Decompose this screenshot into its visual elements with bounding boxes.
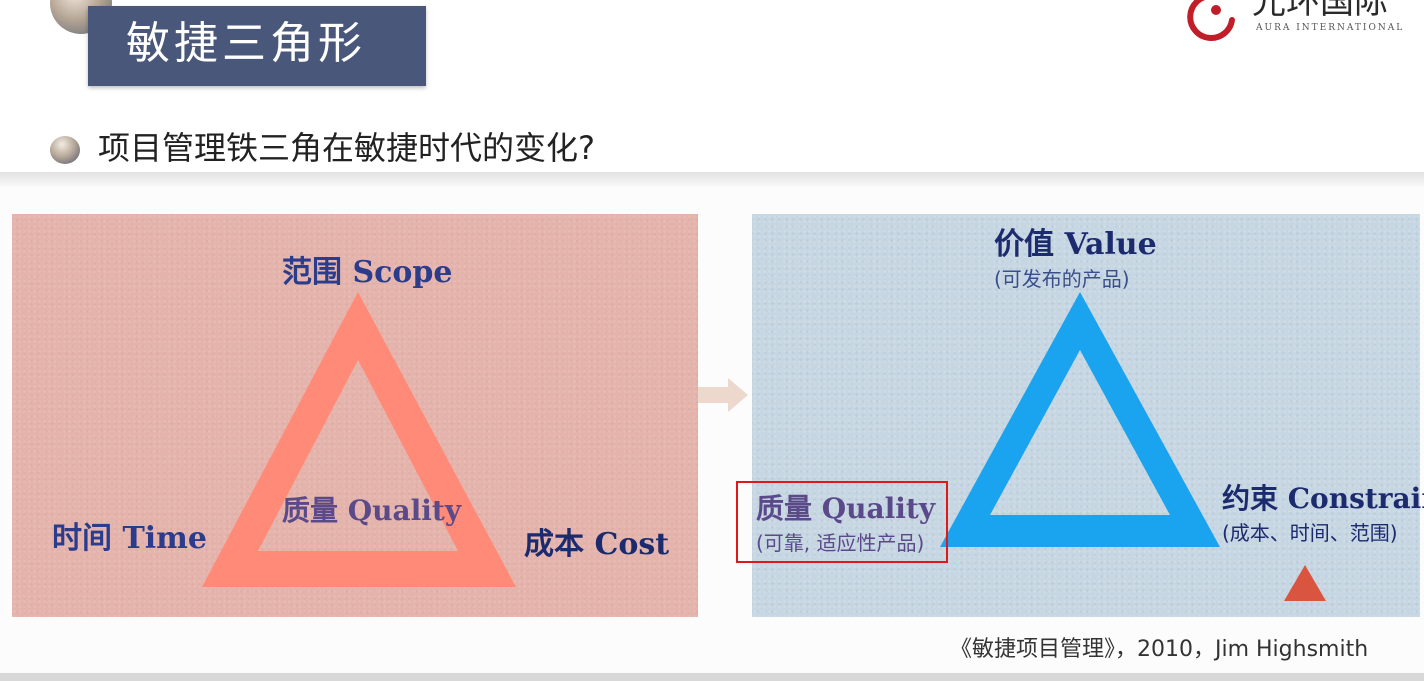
label-quality-sub: (可靠, 适应性产品) xyxy=(756,531,925,555)
bottom-band xyxy=(0,673,1424,681)
label-quality: 质量 Quality xyxy=(756,492,936,525)
logo-icon xyxy=(1187,0,1235,41)
right-arrow-icon xyxy=(698,378,748,412)
logo-en-text: AURA INTERNATIONAL xyxy=(1256,23,1405,33)
iron-triangle-panel xyxy=(12,214,698,617)
header-divider xyxy=(0,172,1424,186)
label-quality-center: 质量 Quality xyxy=(282,494,462,527)
label-scope: 范围 Scope xyxy=(282,255,453,290)
iron-triangle xyxy=(202,292,516,587)
label-value-sub: (可发布的产品) xyxy=(994,267,1130,291)
label-constrain: 约束 Constrain xyxy=(1222,482,1424,515)
bullet-icon xyxy=(50,136,80,164)
label-constrain-sub: (成本、时间、范围) xyxy=(1222,521,1398,545)
small-triangle-icon xyxy=(1284,565,1326,601)
bullet-question: 项目管理铁三角在敏捷时代的变化? xyxy=(98,129,595,167)
agile-triangle-panel xyxy=(752,214,1420,617)
highlight-box xyxy=(736,481,948,563)
label-value: 价值 Value xyxy=(994,227,1157,262)
logo-cn-text: 光环国际 xyxy=(1252,0,1388,22)
citation: 《敏捷项目管理》，2010，Jim Highsmith xyxy=(950,637,1369,662)
agile-triangle xyxy=(940,292,1220,547)
label-time: 时间 Time xyxy=(52,521,208,556)
slide-title: 敏捷三角形 xyxy=(126,18,366,69)
label-cost: 成本 Cost xyxy=(524,527,670,562)
title-box: 敏捷三角形 xyxy=(88,6,426,86)
